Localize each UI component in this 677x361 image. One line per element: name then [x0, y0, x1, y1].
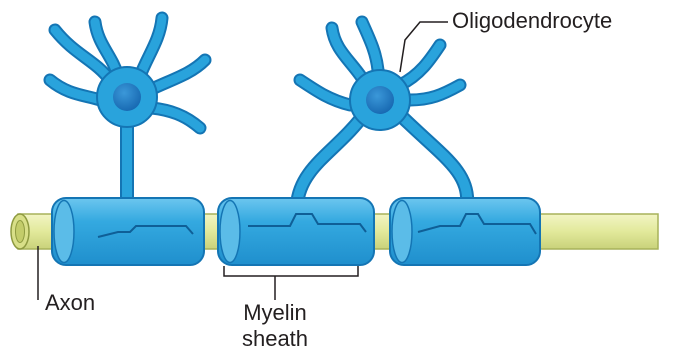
nucleus-2 — [366, 86, 394, 114]
myelin-segment-1 — [52, 198, 204, 265]
nucleus-1 — [113, 83, 141, 111]
myelin-label-line-1: Myelin — [220, 300, 330, 326]
myelin-segment-3 — [390, 198, 540, 265]
axon-label: Axon — [45, 290, 95, 316]
oligodendrocyte-label: Oligodendrocyte — [452, 8, 612, 34]
myelin-label-line-2: sheath — [220, 326, 330, 352]
myelin-bracket — [224, 266, 358, 300]
oligodendrocyte-cell-1 — [50, 18, 205, 128]
myelin-sheath-label: Myelin sheath — [220, 300, 330, 352]
myelin-segment-2 — [218, 198, 374, 265]
oligodendrocyte-cell-2 — [300, 22, 460, 130]
oligodendrocyte-processes — [127, 110, 467, 205]
